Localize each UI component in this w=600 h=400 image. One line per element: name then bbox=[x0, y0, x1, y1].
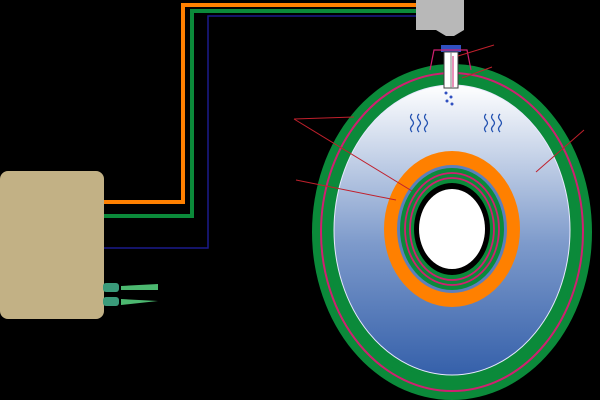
center-hole bbox=[419, 189, 485, 269]
heat-waves-left bbox=[409, 113, 429, 133]
wavy-heat-lines-icon bbox=[409, 113, 415, 133]
droplet-icon bbox=[450, 102, 454, 106]
leader-line-left-outer bbox=[293, 116, 355, 120]
wavy-heat-lines-icon bbox=[497, 113, 503, 133]
leader-line-right bbox=[535, 129, 585, 173]
navy-cable bbox=[104, 15, 420, 249]
orange-cable bbox=[104, 3, 420, 204]
probe-tip-bottom bbox=[121, 299, 158, 305]
probe-connector-top bbox=[103, 283, 119, 292]
leader-line-nozzle-upper bbox=[457, 44, 495, 57]
droplet-icon bbox=[445, 99, 449, 103]
nozzle-housing bbox=[416, 0, 464, 36]
droplets bbox=[444, 91, 454, 106]
nozzle-bracket bbox=[429, 49, 472, 71]
controller-box bbox=[0, 171, 104, 319]
inner-magenta-ring-inner bbox=[409, 177, 495, 281]
wavy-heat-lines-icon bbox=[490, 113, 496, 133]
nozzle-blue-collar bbox=[441, 45, 461, 52]
inner-magenta-ring-outer bbox=[404, 172, 500, 286]
wavy-heat-lines-icon bbox=[416, 113, 422, 133]
probe-connector-bottom bbox=[103, 297, 119, 306]
wavy-heat-lines-icon bbox=[483, 113, 489, 133]
leader-lines bbox=[293, 44, 585, 201]
heat-waves-right bbox=[483, 113, 503, 133]
leader-line-left-to-orange bbox=[293, 118, 413, 192]
droplet-icon bbox=[444, 91, 448, 95]
green-cable bbox=[104, 9, 420, 218]
wavy-heat-lines-icon bbox=[423, 113, 429, 133]
probe-tip-top bbox=[121, 284, 158, 290]
leader-line-nozzle-lower bbox=[461, 66, 493, 79]
leader-line-left-lower bbox=[295, 179, 397, 201]
droplet-icon bbox=[449, 95, 453, 99]
